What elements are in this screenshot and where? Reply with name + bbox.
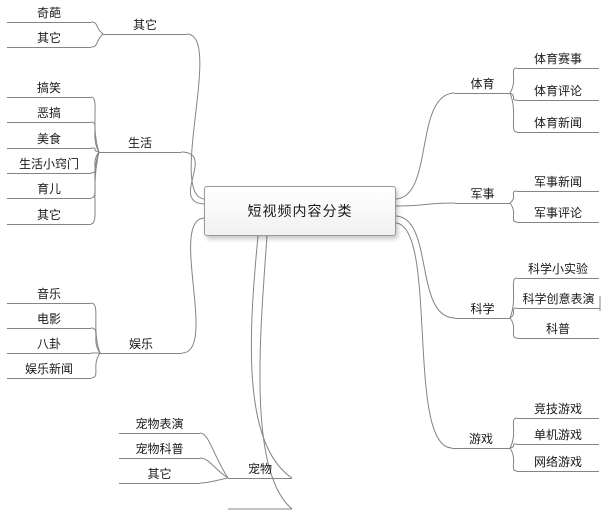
branch-tiyu[interactable]: 体育 [455, 76, 510, 94]
node-egao[interactable]: 恶搞 [7, 105, 91, 123]
node-qita-3[interactable]: 其它 [119, 466, 200, 484]
node-danji-youxi[interactable]: 单机游戏 [517, 427, 599, 445]
node-qipa[interactable]: 奇葩 [7, 5, 91, 23]
node-yule-xinwen[interactable]: 娱乐新闻 [7, 361, 91, 379]
node-yinyue[interactable]: 音乐 [7, 286, 91, 304]
node-gaoxiao[interactable]: 搞笑 [7, 80, 91, 98]
node-qita-2[interactable]: 其它 [7, 207, 91, 225]
node-chongwu-biaoyan[interactable]: 宠物表演 [119, 416, 200, 434]
branch-chongwu[interactable]: 宠物 [228, 461, 292, 479]
node-junshi-pinglun[interactable]: 军事评论 [517, 205, 599, 223]
node-tiyu-pinglun[interactable]: 体育评论 [517, 83, 599, 101]
node-dianying[interactable]: 电影 [7, 311, 91, 329]
root-node[interactable]: 短视频内容分类 [204, 186, 396, 236]
node-meishi[interactable]: 美食 [7, 131, 91, 149]
node-bagua[interactable]: 八卦 [7, 336, 91, 354]
node-kepu[interactable]: 科普 [517, 321, 599, 339]
node-junshi-xinwen[interactable]: 军事新闻 [517, 174, 599, 192]
branch-kexue[interactable]: 科学 [455, 301, 510, 319]
node-kexue-xiaoshiyan[interactable]: 科学小实验 [517, 261, 599, 279]
node-tiyu-xinwen[interactable]: 体育新闻 [517, 115, 599, 133]
node-yuer[interactable]: 育儿 [7, 181, 91, 199]
node-shenghuo-xiaoqiaomen[interactable]: 生活小窍门 [7, 156, 91, 174]
node-kexue-chuangyi-biaoyan[interactable]: 科学创意表演 [517, 291, 600, 309]
branch-yule[interactable]: 娱乐 [100, 336, 182, 354]
node-qita-1[interactable]: 其它 [7, 30, 91, 48]
branch-shenghuo[interactable]: 生活 [99, 135, 181, 153]
node-jingji-youxi[interactable]: 竞技游戏 [517, 401, 599, 419]
connectors [90, 21, 601, 510]
branch-junshi[interactable]: 军事 [455, 186, 510, 204]
node-tiyu-saishi[interactable]: 体育赛事 [517, 51, 599, 69]
branch-youxi[interactable]: 游戏 [452, 431, 510, 449]
node-wangluo-youxi[interactable]: 网络游戏 [517, 454, 599, 472]
branch-qita[interactable]: 其它 [103, 17, 187, 35]
node-chongwu-kepu[interactable]: 宠物科普 [119, 441, 200, 459]
